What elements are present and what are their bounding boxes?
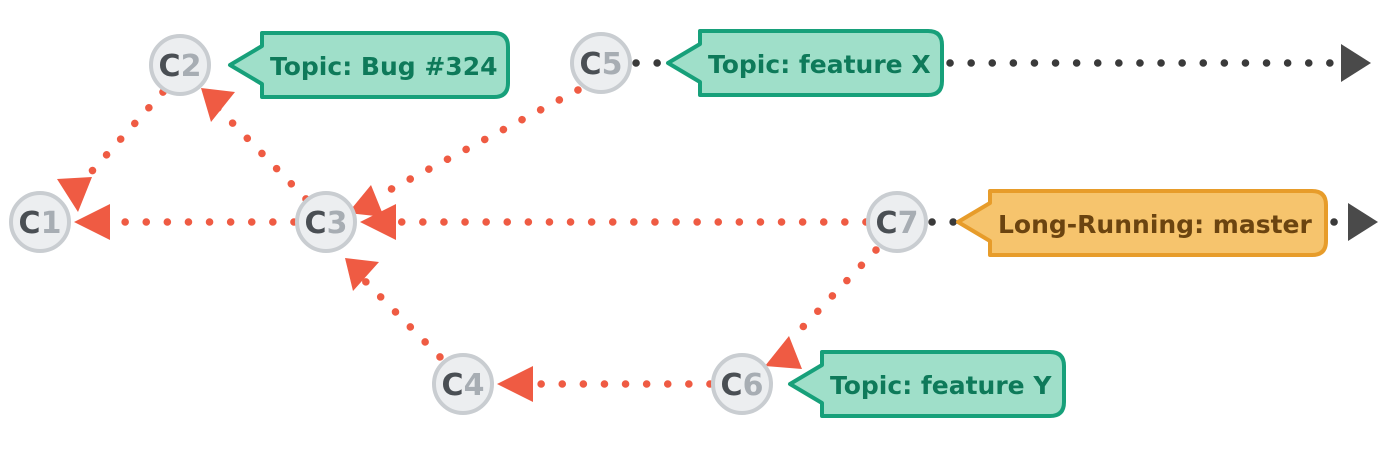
commit-circle <box>711 353 773 415</box>
commit-circle <box>9 191 71 253</box>
head-pointer-layer <box>632 44 1378 241</box>
commit-label: C5 <box>580 47 623 82</box>
commit-label: C6 <box>721 368 764 403</box>
commit-circle <box>432 353 494 415</box>
arrowhead <box>497 366 533 402</box>
edge-line <box>378 86 582 198</box>
edge-c7-to-c3 <box>360 204 870 240</box>
commit-prefix: C <box>442 368 464 403</box>
branch-tag-label: Long-Running: master <box>998 210 1312 239</box>
commit-number: 6 <box>743 368 764 403</box>
commit-circle <box>295 191 357 253</box>
edge-c4-to-c3 <box>345 258 444 361</box>
arrowhead <box>360 204 396 240</box>
edge-c7-to-c6 <box>765 246 880 369</box>
edge-c3-to-c2 <box>201 88 310 203</box>
commit-node-c7[interactable]: C7 <box>866 191 928 253</box>
edge-line <box>71 88 167 194</box>
edge-line <box>213 103 310 203</box>
commit-number: 7 <box>898 206 919 241</box>
arrowhead <box>74 204 110 240</box>
arrowhead <box>345 258 379 291</box>
commit-node-c3[interactable]: C3 <box>295 191 357 253</box>
commit-number: 4 <box>464 368 485 403</box>
commit-prefix: C <box>19 206 41 241</box>
commit-circle <box>570 32 632 94</box>
edge-c5-to-c3 <box>348 86 582 217</box>
commit-prefix: C <box>876 206 898 241</box>
edge-layer <box>57 86 880 402</box>
arrowhead <box>765 336 802 369</box>
branch-tag-label: Topic: feature Y <box>830 371 1052 400</box>
arrowhead <box>348 185 384 217</box>
commit-prefix: C <box>159 49 181 84</box>
edge-c3-to-c1 <box>74 204 298 240</box>
commit-number: 5 <box>602 47 623 82</box>
commit-node-c4[interactable]: C4 <box>432 353 494 415</box>
commit-prefix: C <box>580 47 602 82</box>
commit-number: 2 <box>181 49 202 84</box>
commit-label: C3 <box>305 206 348 241</box>
branch-tag-label: Topic: feature X <box>708 50 931 79</box>
edge-c2-to-c1 <box>57 88 167 212</box>
commit-circle <box>149 34 211 96</box>
commit-label: C1 <box>19 206 62 241</box>
arrowhead <box>57 177 92 212</box>
commit-node-c6[interactable]: C6 <box>711 353 773 415</box>
branch-tag-bug324[interactable]: Topic: Bug #324 <box>228 31 510 99</box>
edge-line <box>796 246 880 334</box>
commit-node-layer: C1 C2 C3 C4 <box>9 32 928 415</box>
branch-tag-label: Topic: Bug #324 <box>270 52 497 81</box>
branch-tag-shape <box>956 189 1328 257</box>
branch-tag-layer: Topic: Bug #324 Topic: feature X Topic: … <box>228 29 1328 418</box>
branch-tag-master[interactable]: Long-Running: master <box>956 189 1328 257</box>
commit-number: 1 <box>41 206 62 241</box>
arrowhead <box>201 88 235 122</box>
branch-tag-shape <box>666 29 944 97</box>
commit-label: C2 <box>159 49 202 84</box>
commit-label: C7 <box>876 206 919 241</box>
commit-circle <box>866 191 928 253</box>
commit-node-c5[interactable]: C5 <box>570 32 632 94</box>
commit-node-c1[interactable]: C1 <box>9 191 71 253</box>
commit-prefix: C <box>305 206 327 241</box>
master-head-arrow-icon <box>1348 203 1378 241</box>
edge-c6-to-c4 <box>497 366 714 402</box>
branch-tag-featurex[interactable]: Topic: feature X <box>666 29 944 97</box>
edge-line <box>360 276 444 361</box>
branch-tag-featurey[interactable]: Topic: feature Y <box>788 350 1066 418</box>
commit-prefix: C <box>721 368 743 403</box>
branch-tag-shape <box>788 350 1066 418</box>
commit-number: 3 <box>327 206 348 241</box>
commit-label: C4 <box>442 368 485 403</box>
branch-tag-shape <box>228 31 510 99</box>
commit-node-c2[interactable]: C2 <box>149 34 211 96</box>
featurex-head-arrow-icon <box>1341 44 1371 82</box>
